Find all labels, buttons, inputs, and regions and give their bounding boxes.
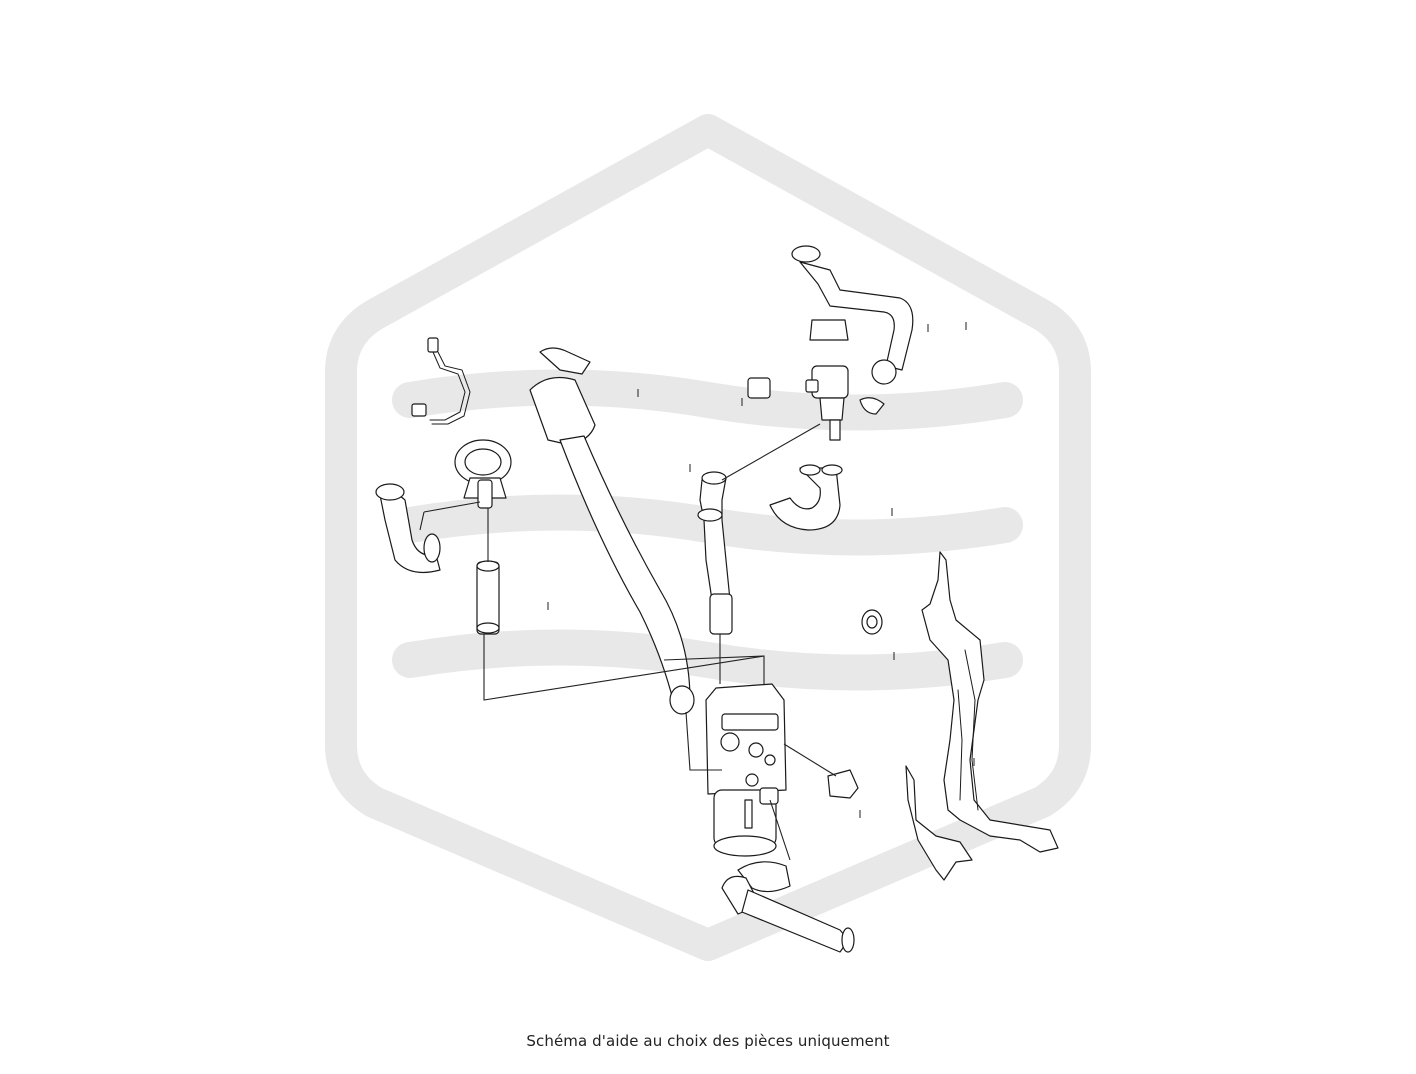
- filter-cap-part: [827, 769, 859, 799]
- large-top-hose-part: [529, 347, 695, 715]
- mounting-bracket-part: [905, 551, 1059, 881]
- exhaust-silencer-part: [721, 861, 855, 953]
- top-right-hose-part: [791, 245, 914, 385]
- middle-curved-hose-part: [697, 471, 733, 635]
- diagram-caption: Schéma d'aide au choix des pièces unique…: [526, 1032, 890, 1050]
- right-u-hose-part: [769, 464, 843, 531]
- coolant-valve-part: [747, 319, 885, 441]
- reference-ticks: [547, 322, 975, 818]
- heater-unit-part: [705, 683, 787, 857]
- leader-lines: [419, 423, 837, 861]
- short-straight-hose-part: [476, 560, 500, 635]
- grommet-part: [861, 609, 883, 635]
- water-pump-part: [454, 439, 512, 509]
- sensor-cable-part: [411, 337, 471, 425]
- left-elbow-hose-part: [375, 483, 441, 573]
